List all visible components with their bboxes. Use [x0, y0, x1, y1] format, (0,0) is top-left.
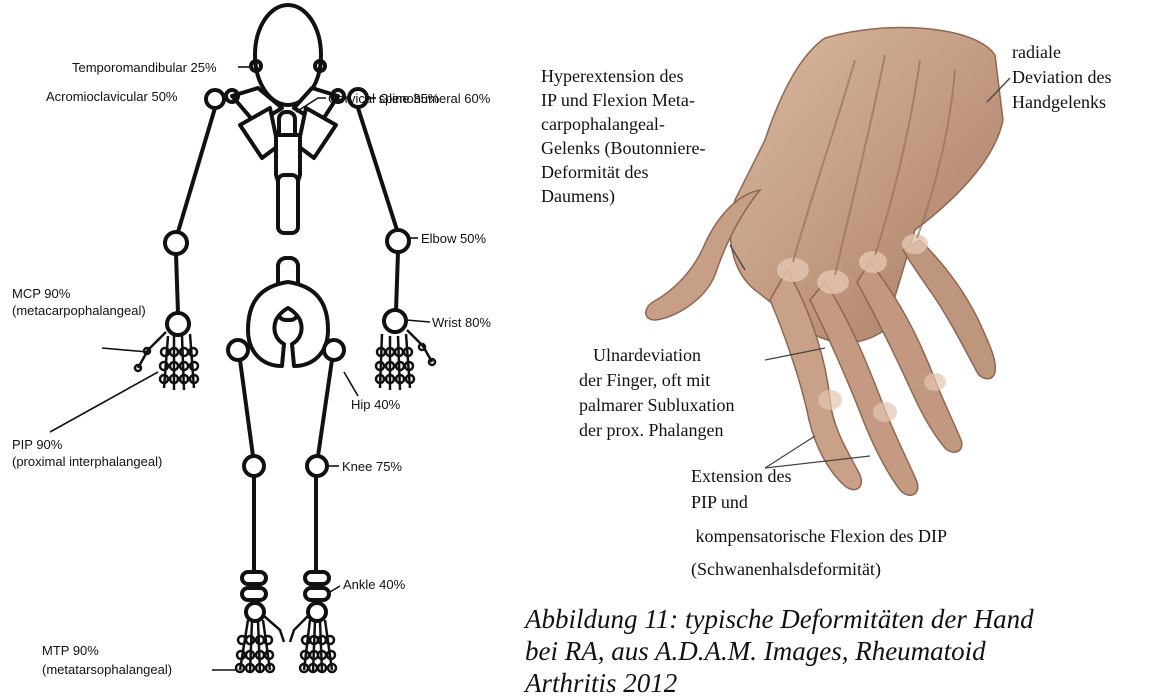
label-swan-3: kompensatorische Flexion des DIP: [691, 526, 947, 546]
label-glenohumeral: Glenohumeral 60%: [379, 91, 491, 106]
label-mtp-full: (metatarsophalangeal): [42, 662, 172, 677]
femur-right: [318, 360, 332, 456]
hand-illustration: Hyperextension des IP und Flexion Meta- …: [525, 0, 1171, 686]
elbow-joint-left: [165, 232, 187, 254]
ankle-right-lower: [305, 588, 329, 600]
ankle-left-upper: [242, 572, 266, 584]
hand-figure: Hyperextension des IP und Flexion Meta- …: [525, 0, 1171, 600]
knee-joint-left: [244, 456, 264, 476]
mtp-joint-right: [308, 603, 326, 621]
label-thumb-4: Gelenks (Boutonniere-: [541, 138, 705, 159]
label-mtp: MTP 90%: [42, 643, 99, 658]
caption-line-1: Abbildung 11: typische Deformitäten der …: [525, 603, 1165, 635]
upper-arm-right: [358, 108, 397, 230]
skeleton-diagram: Temporomandibular 25% Cervical spine 35%…: [0, 0, 525, 686]
caption-line-3: Arthritis 2012: [525, 667, 1165, 699]
label-mcp-full: (metacarpophalangeal): [12, 303, 146, 318]
digits-group: [135, 330, 435, 672]
label-knee: Knee 75%: [342, 459, 402, 474]
spine-upper: [278, 175, 298, 233]
label-thumb-6: Daumens): [541, 186, 615, 207]
label-wrist: Wrist 80%: [432, 315, 491, 330]
label-thumb-5: Deformität des: [541, 162, 648, 182]
label-thumb-3: carpophalangeal-: [541, 114, 665, 134]
figure-caption: Abbildung 11: typische Deformitäten der …: [525, 603, 1165, 699]
label-swan-1: Extension des: [691, 466, 792, 486]
left-hand-fingers: [135, 332, 198, 390]
label-temporomandibular: Temporomandibular 25%: [72, 60, 217, 75]
ankle-left-lower: [242, 588, 266, 600]
scapula-right: [298, 108, 336, 158]
label-radial-2: Deviation des: [1012, 67, 1111, 87]
label-swan-2: PIP und: [691, 492, 748, 512]
label-ulnar-4: der prox. Phalangen: [579, 420, 723, 440]
label-mcp: MCP 90%: [12, 286, 71, 301]
forearm-left: [176, 254, 178, 313]
caption-line-2: bei RA, aus A.D.A.M. Images, Rheumatoid: [525, 635, 1165, 667]
right-hand-fingers: [376, 330, 435, 390]
label-pip: PIP 90%: [12, 437, 63, 452]
label-thumb-1: Hyperextension des: [541, 66, 683, 86]
upper-arm-left: [178, 108, 215, 232]
label-ulnar-2: der Finger, oft mit: [579, 370, 710, 390]
hip-joint-left: [228, 340, 248, 360]
label-radial-1: radiale: [1012, 42, 1061, 62]
ankle-right-upper: [305, 572, 329, 584]
label-ulnar-1: Ulnardeviation: [593, 345, 701, 365]
wrist-joint-left: [167, 313, 189, 335]
label-swan-4: (Schwanenhalsdeformität): [691, 559, 881, 580]
knee-joint-right: [307, 456, 327, 476]
skeleton-figure: Temporomandibular 25% Cervical spine 35%…: [0, 0, 525, 686]
pelvis-shape: [248, 282, 328, 366]
elbow-joint-right: [387, 230, 409, 252]
label-radial-3: Handgelenks: [1012, 92, 1106, 112]
wrist-joint-right: [384, 310, 406, 332]
label-ankle: Ankle 40%: [343, 577, 406, 592]
mtp-joint-left: [246, 603, 264, 621]
label-acromioclavicular: Acromioclavicular 50%: [46, 89, 178, 104]
label-hip: Hip 40%: [351, 397, 401, 412]
forearm-right: [396, 252, 398, 311]
femur-left: [240, 360, 253, 456]
right-foot-toes: [290, 616, 336, 672]
label-thumb-2: IP und Flexion Meta-: [541, 90, 695, 110]
label-ulnar-3: palmarer Subluxation: [579, 395, 734, 415]
left-foot-toes: [236, 616, 284, 672]
label-elbow: Elbow 50%: [421, 231, 486, 246]
label-pip-full: (proximal interphalangeal): [12, 454, 162, 469]
scapula-left: [240, 108, 278, 158]
gh-joint-left: [206, 90, 224, 108]
hip-joint-right: [324, 340, 344, 360]
